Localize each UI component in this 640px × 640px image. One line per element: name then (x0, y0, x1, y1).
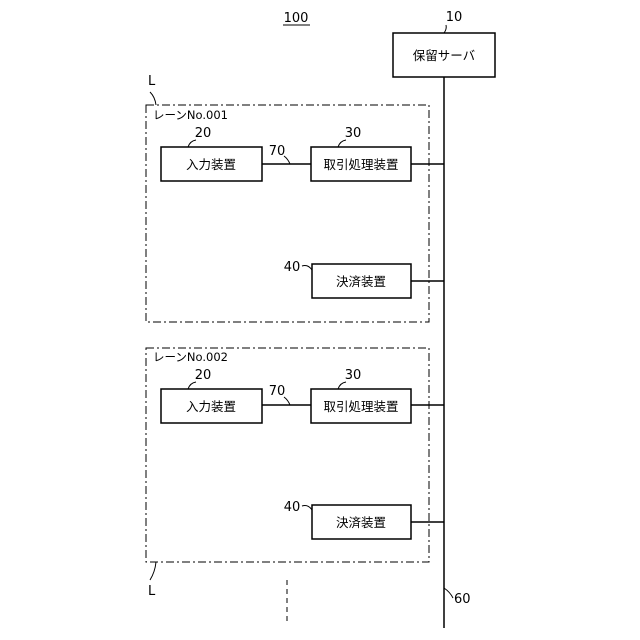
lane-marker-bottom: L (148, 584, 156, 599)
network-ref: 60 (454, 592, 471, 607)
network-leader (444, 588, 453, 598)
lane-001-link-leader (284, 156, 290, 164)
lane-002-payment-ref: 40 (284, 500, 301, 515)
lane-001-payment-leader (302, 266, 312, 271)
lane-002-title: レーンNo.002 (153, 350, 228, 364)
lane-002-transaction-label: 取引処理装置 (323, 399, 398, 414)
lane-002-transaction-leader (338, 382, 346, 389)
lane-001-title: レーンNo.001 (153, 108, 228, 122)
lane-marker-bottom-leader (150, 562, 156, 580)
lane-001-transaction-ref: 30 (345, 126, 362, 141)
server-ref: 10 (446, 10, 463, 25)
lane-marker-top-leader (150, 92, 156, 105)
lane-001: レーンNo.001 20 入力装置 70 30 取引処理装置 40 決済装置 (146, 105, 444, 322)
lane-001-payment-ref: 40 (284, 260, 301, 275)
lane-002-payment-label: 決済装置 (336, 515, 386, 530)
lane-002-input-leader (188, 382, 196, 389)
server-leader (444, 25, 446, 33)
lane-002: レーンNo.002 20 入力装置 70 30 取引処理装置 40 決済装置 (146, 348, 444, 562)
lane-002-input-ref: 20 (195, 368, 212, 383)
lane-002-link-ref: 70 (269, 384, 286, 399)
lane-002-link-leader (284, 397, 290, 405)
lane-001-input-ref: 20 (195, 126, 212, 141)
lane-001-transaction-leader (338, 140, 346, 147)
lane-002-payment-leader (302, 506, 312, 511)
lane-001-input-label: 入力装置 (186, 157, 236, 172)
lane-001-transaction-label: 取引処理装置 (323, 157, 398, 172)
figure-ref: 100 (284, 11, 309, 26)
lane-002-transaction-ref: 30 (345, 368, 362, 383)
lane-001-payment-label: 決済装置 (336, 274, 386, 289)
lane-002-input-label: 入力装置 (186, 399, 236, 414)
lane-marker-top: L (148, 74, 156, 89)
lane-001-link-ref: 70 (269, 144, 286, 159)
hold-server-label: 保留サーバ (413, 48, 475, 63)
lane-001-input-leader (188, 140, 196, 147)
